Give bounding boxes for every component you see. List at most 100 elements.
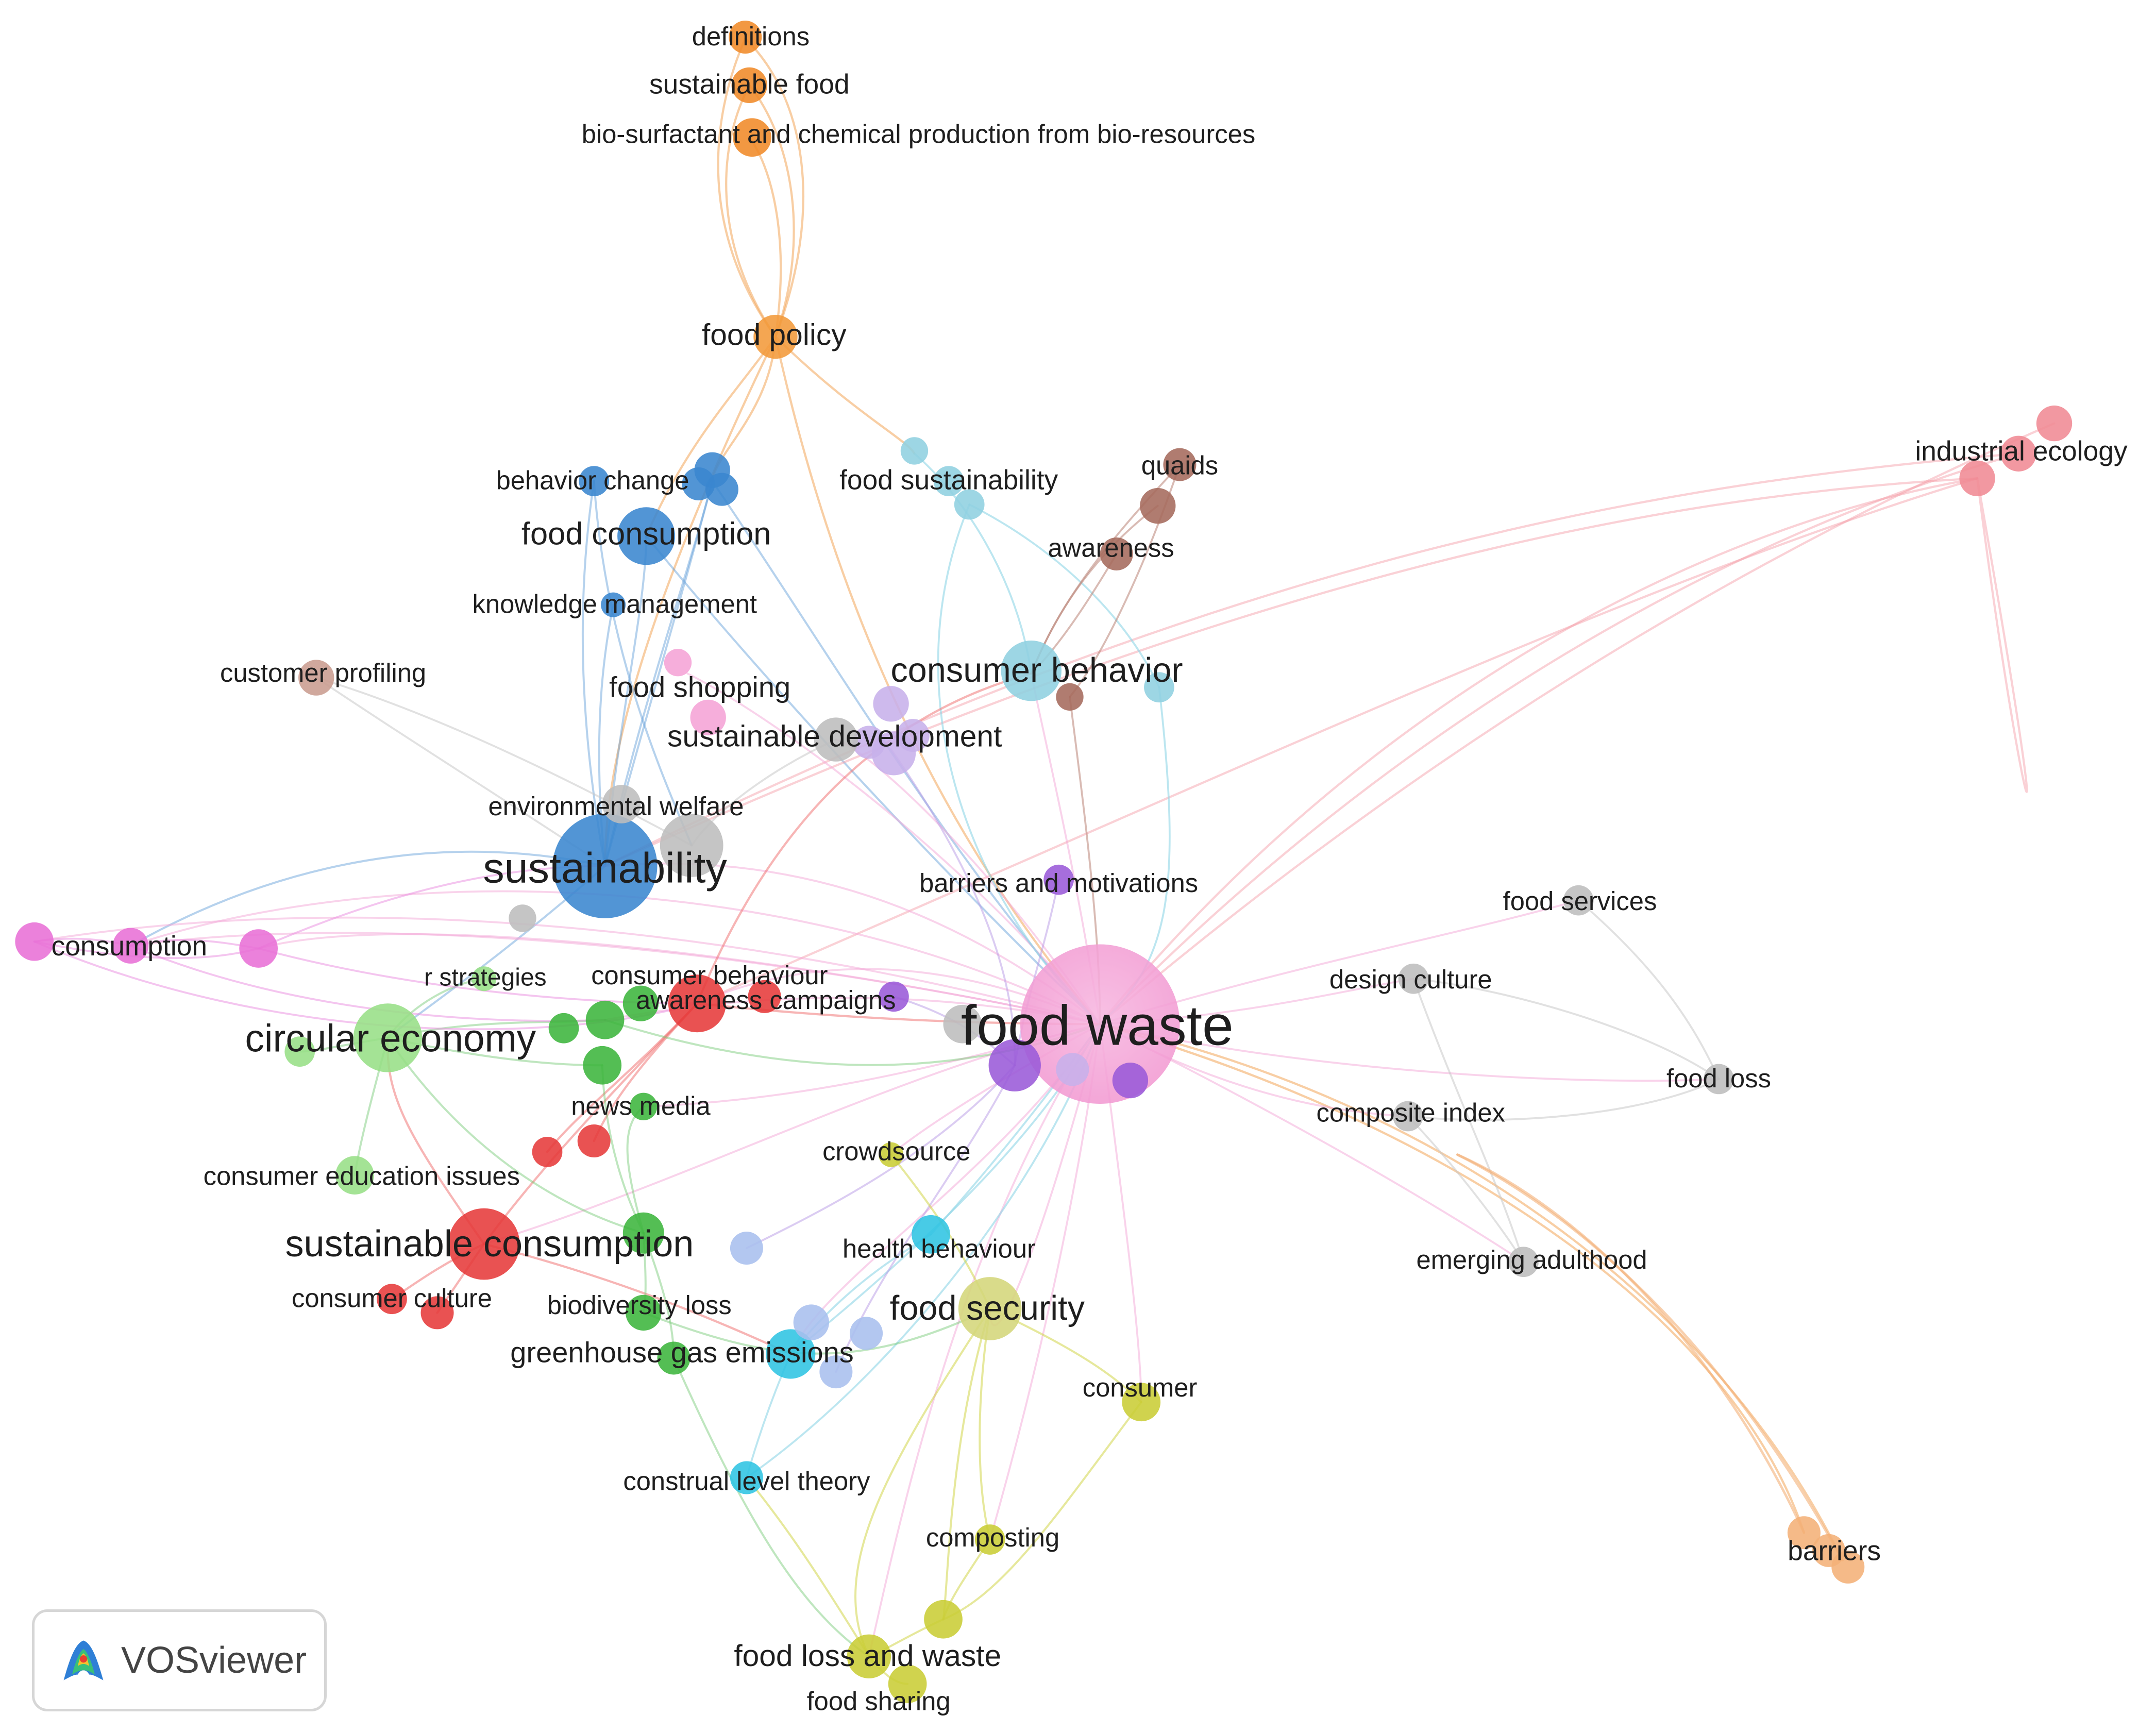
label-barriers: barriers [1788, 1536, 1881, 1567]
node-food-sustainability-b[interactable] [954, 489, 985, 520]
label-greenhouse-gas-emissions: greenhouse gas emissions [510, 1336, 853, 1368]
node-green-b[interactable] [585, 1000, 625, 1039]
node-behavior-change[interactable] [579, 466, 610, 496]
node-sustainable-development[interactable] [814, 717, 858, 762]
node-gray-small[interactable] [509, 904, 536, 932]
label-consumer-behavior: consumer behavior [890, 651, 1183, 690]
node-lavender-a[interactable] [873, 686, 909, 722]
node-emerging-adulthood[interactable] [1508, 1247, 1539, 1277]
node-composite-index[interactable] [1393, 1101, 1423, 1132]
node-green-a[interactable] [548, 1013, 579, 1044]
node-green-e[interactable] [622, 1212, 664, 1254]
node-r-strategies[interactable] [471, 966, 497, 991]
node-awareness-campaigns[interactable] [748, 980, 781, 1013]
label-behavior-change: behavior change [496, 466, 689, 495]
node-food-sharing[interactable] [888, 1664, 927, 1703]
label-customer-profiling: customer profiling [220, 658, 426, 687]
node-consumer-behaviour[interactable] [668, 974, 726, 1033]
node-periwinkle-c[interactable] [850, 1317, 883, 1350]
label-awareness-campaigns: awareness campaigns [636, 985, 896, 1015]
node-industrial-ecology-b[interactable] [1959, 460, 1995, 496]
vosviewer-logo-badge: VOSviewer [32, 1609, 327, 1711]
label-news-media: news media [571, 1091, 711, 1120]
node-biodiversity-loss[interactable] [626, 1294, 662, 1331]
node-barriers-a[interactable] [1787, 1516, 1821, 1550]
node-consumption-b[interactable] [239, 929, 278, 968]
node-layer [15, 21, 2073, 1703]
node-purple-big[interactable] [988, 1039, 1041, 1091]
node-environmental-welfare[interactable] [602, 785, 641, 823]
node-purple-c[interactable] [1112, 1062, 1149, 1099]
node-blue-cluster-c[interactable] [682, 467, 715, 500]
node-food-sustainability[interactable] [933, 466, 964, 496]
label-consumer: consumer [1083, 1373, 1198, 1402]
node-green-c[interactable] [622, 985, 659, 1021]
node-barriers-b[interactable] [1831, 1550, 1865, 1584]
vosviewer-logo-text: VOSviewer [121, 1640, 307, 1681]
node-industrial-ecology-a[interactable] [2036, 405, 2073, 442]
node-gray-foodwaste[interactable] [943, 1004, 982, 1044]
node-quaids[interactable] [1163, 448, 1197, 481]
node-yellow-a[interactable] [924, 1600, 963, 1639]
node-quaids-b[interactable] [1140, 487, 1176, 524]
label-crowdsource: crowdsource [822, 1136, 970, 1166]
node-design-culture[interactable] [1398, 963, 1429, 994]
node-lavender-b[interactable] [852, 726, 886, 759]
node-periwinkle-a[interactable] [730, 1232, 763, 1265]
node-green-d[interactable] [583, 1046, 622, 1085]
node-food-policy[interactable] [753, 314, 798, 359]
node-lavender-d[interactable] [1056, 1053, 1089, 1086]
node-news-media[interactable] [630, 1092, 658, 1120]
node-food-sustainability-a[interactable] [900, 437, 929, 465]
node-consumer-culture[interactable] [377, 1284, 407, 1315]
node-consumer-behavior[interactable] [1001, 641, 1062, 701]
label-layer: definitions sustainable food bio-surfact… [52, 22, 2128, 1716]
node-gray-big[interactable] [660, 814, 723, 877]
label-definitions: definitions [692, 22, 810, 51]
node-sustainable-consumption[interactable] [448, 1208, 520, 1280]
label-bio-surfactant: bio-surfactant and chemical production f… [582, 119, 1255, 148]
node-customer-profiling[interactable] [298, 660, 334, 696]
node-consumer-education-issues[interactable] [335, 1156, 374, 1195]
node-food-loss-and-waste[interactable] [847, 1634, 891, 1678]
node-crowdsource[interactable] [879, 1142, 904, 1167]
node-lavender-c[interactable] [896, 719, 930, 752]
node-greenhouse-gas-emissions[interactable] [657, 1341, 690, 1375]
label-food-security: food security [890, 1289, 1085, 1327]
node-periwinkle-d[interactable] [819, 1355, 853, 1389]
node-knowledge-management[interactable] [601, 592, 626, 617]
node-food-shopping[interactable] [690, 699, 726, 736]
label-emerging-adulthood: emerging adulthood [1416, 1245, 1647, 1274]
node-consumer[interactable] [1122, 1383, 1161, 1422]
node-health-behaviour[interactable] [912, 1215, 950, 1254]
node-food-consumption[interactable] [617, 507, 676, 565]
node-red-c[interactable] [420, 1296, 454, 1330]
label-biodiversity-loss: biodiversity loss [547, 1290, 732, 1320]
node-composting[interactable] [974, 1524, 1005, 1555]
node-sustainability[interactable] [552, 814, 658, 918]
node-definitions[interactable] [729, 21, 762, 54]
node-purple-awareness[interactable] [879, 981, 909, 1012]
node-sustainable-food[interactable] [731, 67, 767, 104]
node-food-loss[interactable] [1704, 1064, 1734, 1095]
node-red-b[interactable] [577, 1124, 611, 1158]
node-food-security[interactable] [958, 1277, 1022, 1340]
node-awareness[interactable] [1100, 537, 1133, 570]
label-consumer-education-issues: consumer education issues [204, 1161, 520, 1190]
node-brown-c[interactable] [1056, 683, 1084, 711]
node-food-shopping-a[interactable] [664, 649, 692, 677]
node-greenhouse-gas-emissions-c[interactable] [766, 1329, 816, 1379]
node-circular-economy[interactable] [353, 1003, 423, 1072]
label-sustainable-consumption: sustainable consumption [285, 1223, 694, 1265]
node-lightgreen-b[interactable] [284, 1036, 315, 1067]
node-consumer-behavior-b[interactable] [1144, 672, 1174, 703]
node-food-services[interactable] [1563, 885, 1594, 916]
node-construal-level-theory[interactable] [730, 1461, 763, 1494]
node-consumption[interactable] [112, 928, 149, 964]
node-periwinkle-b[interactable] [793, 1304, 830, 1340]
node-consumption-a[interactable] [15, 922, 54, 961]
node-industrial-ecology[interactable] [2000, 435, 2036, 472]
node-bio-surfactant[interactable] [733, 118, 771, 157]
node-barriers-and-motivations[interactable] [1043, 864, 1074, 895]
node-red-a[interactable] [532, 1136, 563, 1167]
